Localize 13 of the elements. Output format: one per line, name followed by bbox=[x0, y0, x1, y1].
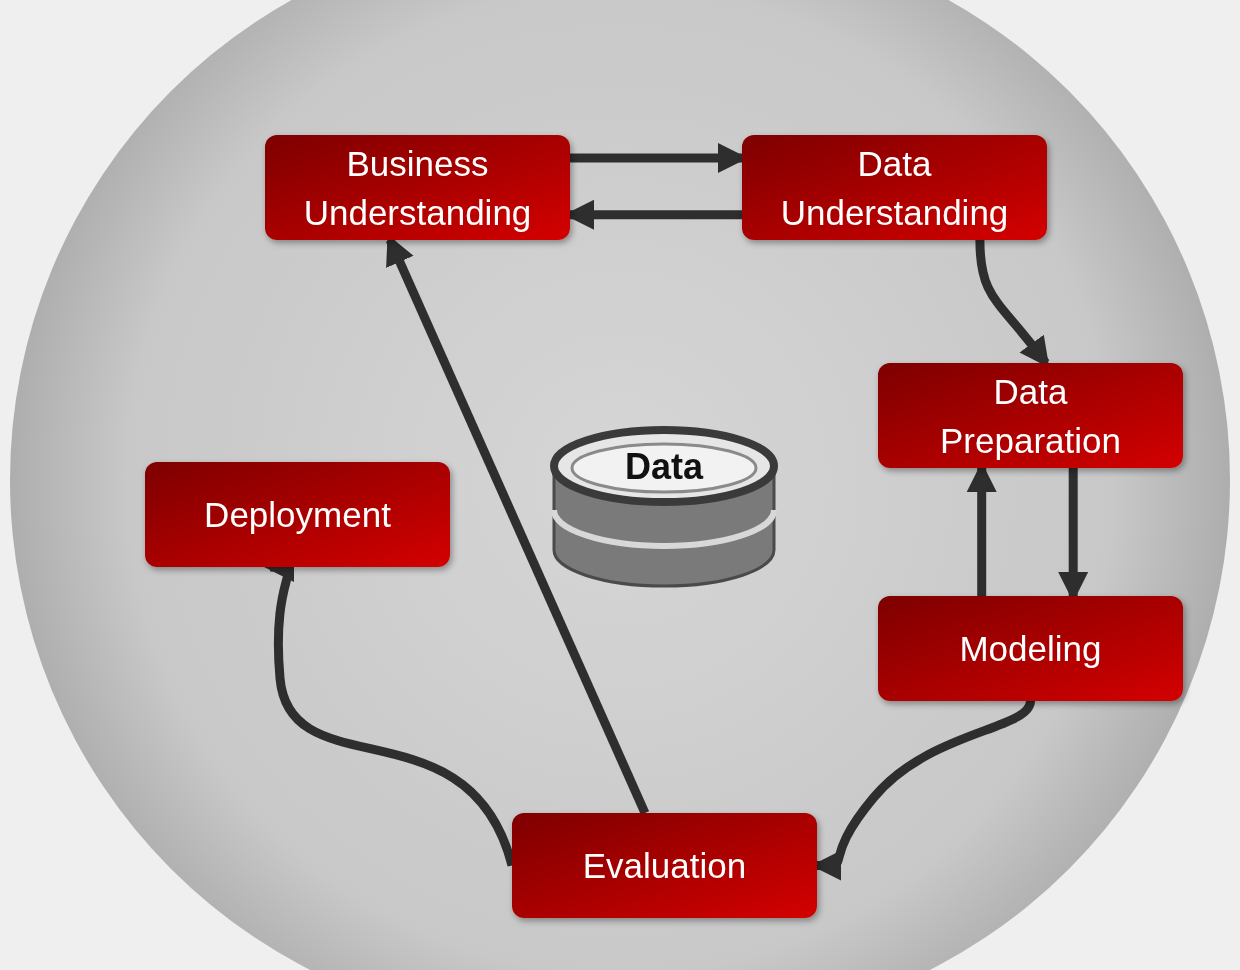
process-box bbox=[878, 363, 1183, 468]
process-box bbox=[878, 596, 1183, 701]
box-label: Evaluation bbox=[582, 845, 747, 887]
process-box bbox=[512, 813, 817, 918]
cylinder-label: Data bbox=[625, 445, 703, 489]
process-box bbox=[145, 462, 450, 567]
box-label: Business Understanding bbox=[302, 142, 533, 234]
box-label: Deployment bbox=[204, 494, 391, 536]
process-box bbox=[742, 135, 1047, 240]
box-label: Data Preparation bbox=[939, 370, 1122, 462]
box-label: Modeling bbox=[959, 628, 1102, 670]
process-box bbox=[265, 135, 570, 240]
box-label: Data Understanding bbox=[779, 142, 1010, 234]
